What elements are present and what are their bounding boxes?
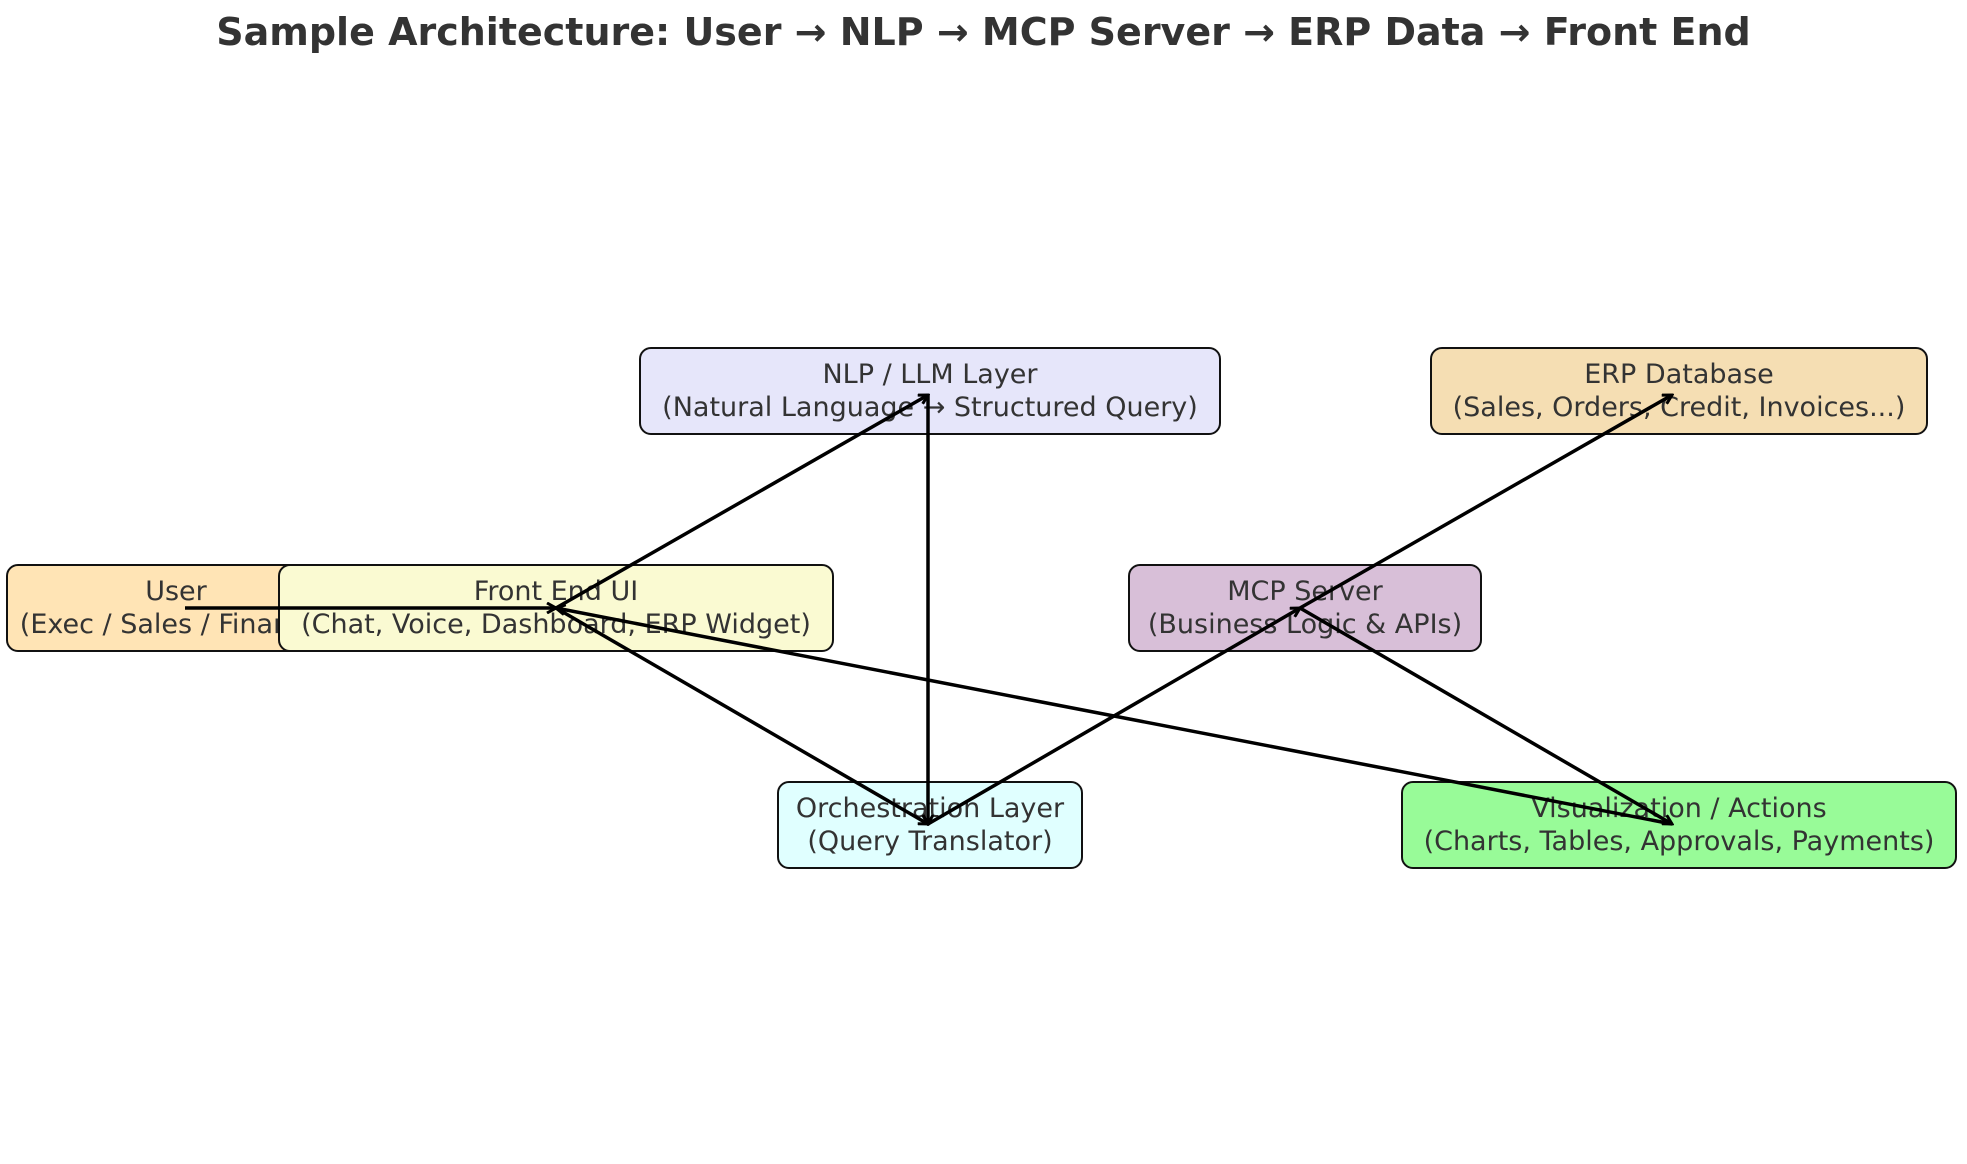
arrow-mcp-to-viz	[1299, 606, 1672, 824]
diagram-title: Sample Architecture: User → NLP → MCP Se…	[216, 10, 1751, 54]
arrow-frontend-to-nlp	[555, 395, 928, 610]
arrow-frontend-to-orchestration	[555, 606, 928, 824]
orchestration-node: Orchestration Layer (Query Translator)	[777, 781, 1083, 869]
erp-node-subtitle: (Sales, Orders, Credit, Invoices...)	[1452, 392, 1906, 423]
erp-node-title: ERP Database	[1584, 359, 1774, 390]
viz-node-subtitle: (Charts, Tables, Approvals, Payments)	[1423, 826, 1935, 857]
mcp-node-title: MCP Server	[1227, 576, 1383, 607]
orchestration-node-subtitle: (Query Translator)	[807, 826, 1053, 857]
nlp-node: NLP / LLM Layer (Natural Language → Stru…	[639, 347, 1221, 435]
visualization-node: Visualization / Actions (Charts, Tables,…	[1401, 781, 1957, 869]
viz-node-title: Visualization / Actions	[1531, 793, 1827, 824]
arrow-mcp-to-erp	[1299, 395, 1672, 610]
frontend-node-title: Front End UI	[473, 576, 639, 607]
erp-database-node: ERP Database (Sales, Orders, Credit, Inv…	[1430, 347, 1928, 435]
arrow-viz-to-frontend	[556, 608, 1673, 826]
mcp-node-subtitle: (Business Logic & APIs)	[1147, 609, 1463, 640]
mcp-server-node: MCP Server (Business Logic & APIs)	[1128, 564, 1482, 652]
nlp-node-title: NLP / LLM Layer	[822, 359, 1038, 390]
user-node-title: User	[145, 576, 207, 607]
